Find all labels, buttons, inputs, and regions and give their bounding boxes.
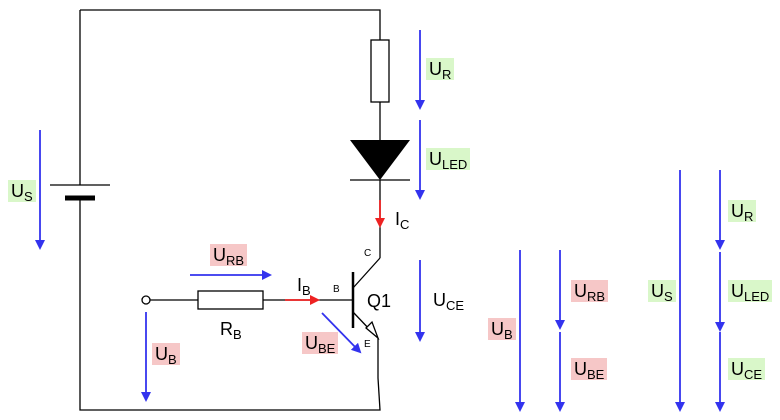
label-ur-right: UR <box>728 200 757 223</box>
label-pin-e: E <box>364 339 371 350</box>
label-uled-right: ULED <box>728 280 773 303</box>
label-ib: IB <box>297 275 311 298</box>
label-pin-b: B <box>333 284 340 295</box>
resistor-rb <box>197 290 264 310</box>
resistor-r <box>370 39 390 103</box>
label-ub-right: UB <box>488 318 516 341</box>
label-ube-mid: UBE <box>302 332 339 355</box>
label-uce-mid: UCE <box>433 290 465 313</box>
label-urb-top: URB <box>210 244 248 267</box>
label-urb-right: URB <box>571 280 609 303</box>
ube-mid-arrow <box>321 312 362 354</box>
label-rb: RB <box>220 319 242 342</box>
label-us-right: US <box>648 280 676 303</box>
input-terminal <box>141 295 151 305</box>
label-ub-left: UB <box>152 343 180 366</box>
top-wire <box>80 9 381 40</box>
label-uled-top: ULED <box>426 148 471 171</box>
label-ur-top: UR <box>426 58 455 81</box>
label-us-left: US <box>8 180 36 203</box>
label-ube-right: UBE <box>571 358 608 381</box>
battery-symbol <box>50 184 110 201</box>
label-uce-right: UCE <box>728 358 766 381</box>
label-pin-c: C <box>364 248 372 259</box>
label-q1: Q1 <box>367 291 392 311</box>
label-ic: IC <box>395 209 410 232</box>
led-symbol <box>350 140 410 181</box>
left-wire-bottom <box>79 198 381 411</box>
transistor-q1 <box>351 257 381 378</box>
